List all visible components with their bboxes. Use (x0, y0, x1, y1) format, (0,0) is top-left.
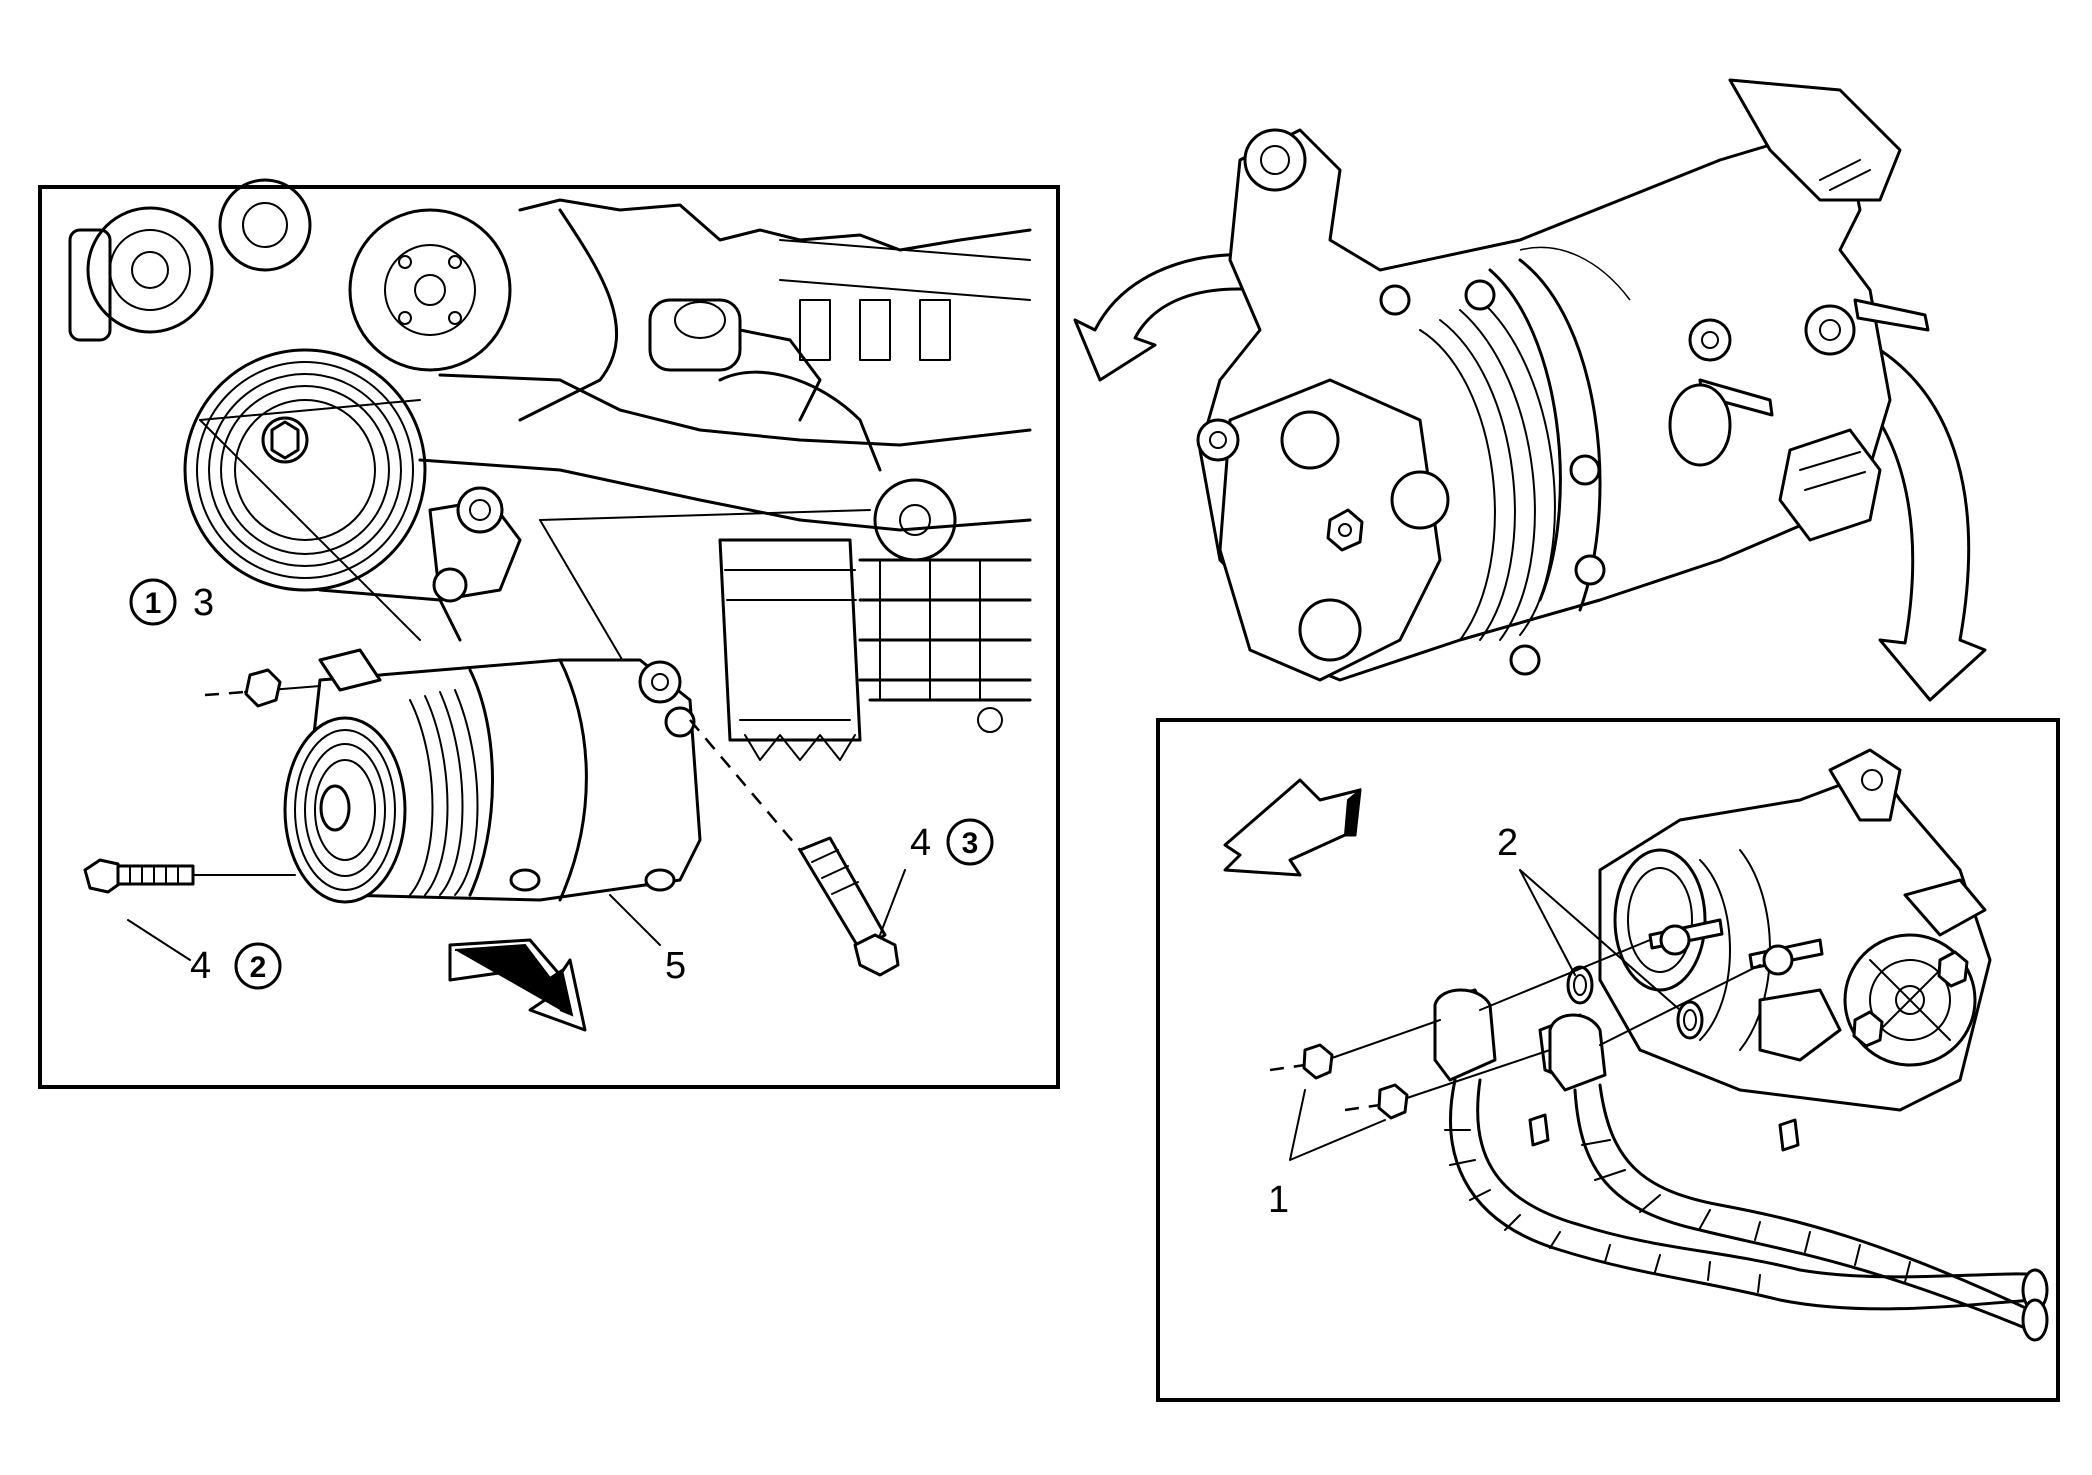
bolt-item-4-upper (689, 719, 900, 977)
direction-arrow-right-panel (1223, 778, 1362, 877)
left-panel-frame (38, 185, 1060, 1089)
seal-item-2 (1566, 965, 1704, 1040)
leader-2b (1519, 869, 1681, 1011)
callout-4-upper-number: 4 (910, 822, 931, 864)
callout-5-number: 5 (665, 945, 686, 987)
direction-arrow-left-panel (448, 938, 587, 1032)
nut-item-3 (204, 668, 321, 708)
leader-4-upper (879, 869, 906, 936)
hose-assembly (1433, 988, 2049, 1342)
callout-4-upper-step: 3 (962, 827, 979, 860)
curved-arrow-left (1073, 252, 1262, 382)
callout-2-number: 2 (1497, 822, 1518, 864)
ac-compressor-left (283, 648, 702, 904)
callout-3-step: 1 (145, 587, 162, 620)
curved-arrow-right (1853, 348, 1987, 702)
callout-4-lower-number: 4 (190, 945, 211, 987)
callout-1-number: 1 (1268, 1179, 1289, 1221)
compressor-assembly-top-right (1073, 78, 1987, 702)
leader-5 (609, 894, 661, 946)
callout-1: 1 (1268, 1179, 1289, 1221)
leader-1 (1289, 1089, 1386, 1161)
callout-4-lower: 4 2 (190, 942, 282, 990)
callout-4-upper: 4 3 (910, 818, 994, 866)
right-panel: 2 1 (1156, 718, 2060, 1402)
leader-4-lower (127, 919, 191, 961)
callout-5: 5 (665, 945, 686, 987)
callout-2: 2 (1497, 822, 1518, 864)
callout-3-number: 3 (193, 582, 214, 624)
right-panel-frame (1156, 718, 2060, 1402)
nut-item-1 (1269, 939, 1761, 1120)
left-panel: 1 3 4 3 4 2 5 (38, 178, 1060, 1089)
ac-compressor-right (1598, 748, 1992, 1112)
engine-block-illustration (68, 178, 1032, 761)
leader-2a (1519, 869, 1576, 976)
callout-4-lower-step: 2 (250, 951, 267, 984)
bolt-item-4-lower (83, 858, 296, 894)
callout-3: 1 3 (129, 578, 214, 626)
